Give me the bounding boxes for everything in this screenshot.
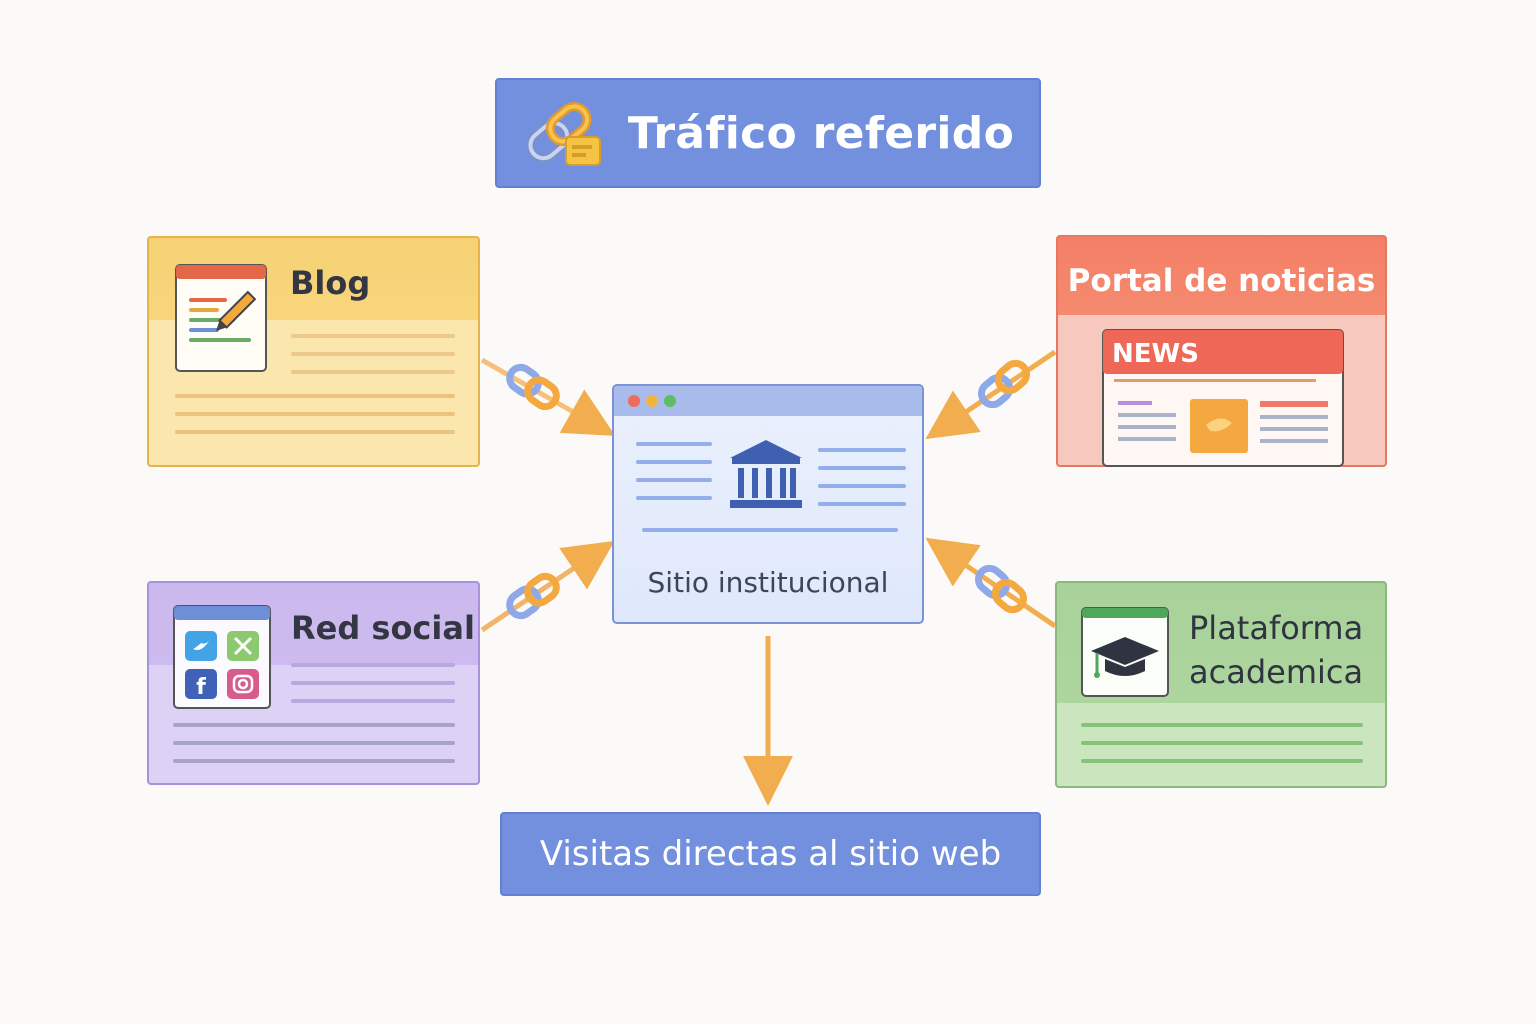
news-badge: NEWS [1112, 339, 1199, 369]
graduation-cap-icon [1081, 607, 1169, 697]
institutional-site-window: Sitio institucional [612, 384, 924, 624]
text-line [175, 412, 455, 416]
text-line [636, 478, 712, 482]
link-icon [525, 102, 601, 166]
blog-edit-icon [175, 264, 267, 372]
window-dot [664, 395, 676, 407]
text-line [175, 394, 455, 398]
text-line [291, 334, 455, 338]
title-banner: Tráfico referido [495, 78, 1041, 188]
text-line [175, 430, 455, 434]
arrow-blog-to-center [480, 357, 616, 436]
chain-link-icon [978, 359, 1030, 409]
text-line [291, 699, 455, 703]
text-line [173, 723, 455, 727]
arrow-social-to-center [480, 540, 615, 633]
text-line [636, 442, 712, 446]
destination-banner: Visitas directas al sitio web [500, 812, 1041, 896]
text-line [642, 528, 898, 532]
text-line [173, 741, 455, 745]
source-social-card: f Red social [147, 581, 480, 785]
source-blog-card: Blog [147, 236, 480, 467]
diagram-title: Tráfico referido [627, 107, 1015, 159]
chain-link-icon [506, 572, 560, 620]
source-social-label: Red social [291, 609, 475, 647]
text-line [818, 484, 906, 488]
source-news-card: Portal de noticias NEWS [1056, 235, 1387, 467]
text-line [1081, 741, 1363, 745]
window-dot [628, 395, 640, 407]
chain-link-icon [506, 363, 560, 411]
arrow-news-to-center [925, 349, 1057, 440]
chain-link-icon [975, 564, 1027, 614]
text-line [818, 448, 906, 452]
social-apps-icon: f [173, 605, 271, 709]
source-academic-label-line1: Plataforma [1189, 609, 1364, 647]
source-news-label: Portal de noticias [1067, 263, 1376, 299]
center-label: Sitio institucional [647, 566, 889, 599]
destination-label: Visitas directas al sitio web [539, 834, 1002, 874]
text-line [291, 352, 455, 356]
text-line [291, 370, 455, 374]
text-line [1081, 723, 1363, 727]
text-line [1081, 759, 1363, 763]
window-dot [646, 395, 658, 407]
text-line [636, 496, 712, 500]
source-academic-card: Plataforma academica [1055, 581, 1387, 788]
text-line [818, 502, 906, 506]
source-blog-label: Blog [290, 264, 371, 302]
text-line [818, 466, 906, 470]
text-line [173, 759, 455, 763]
source-academic-label-line2: academica [1189, 653, 1364, 691]
institution-icon [730, 440, 802, 508]
svg-text:f: f [196, 675, 206, 700]
window-titlebar [614, 386, 922, 416]
text-line [291, 681, 455, 685]
text-line [291, 663, 455, 667]
news-page-icon [1102, 329, 1344, 467]
text-line [636, 460, 712, 464]
